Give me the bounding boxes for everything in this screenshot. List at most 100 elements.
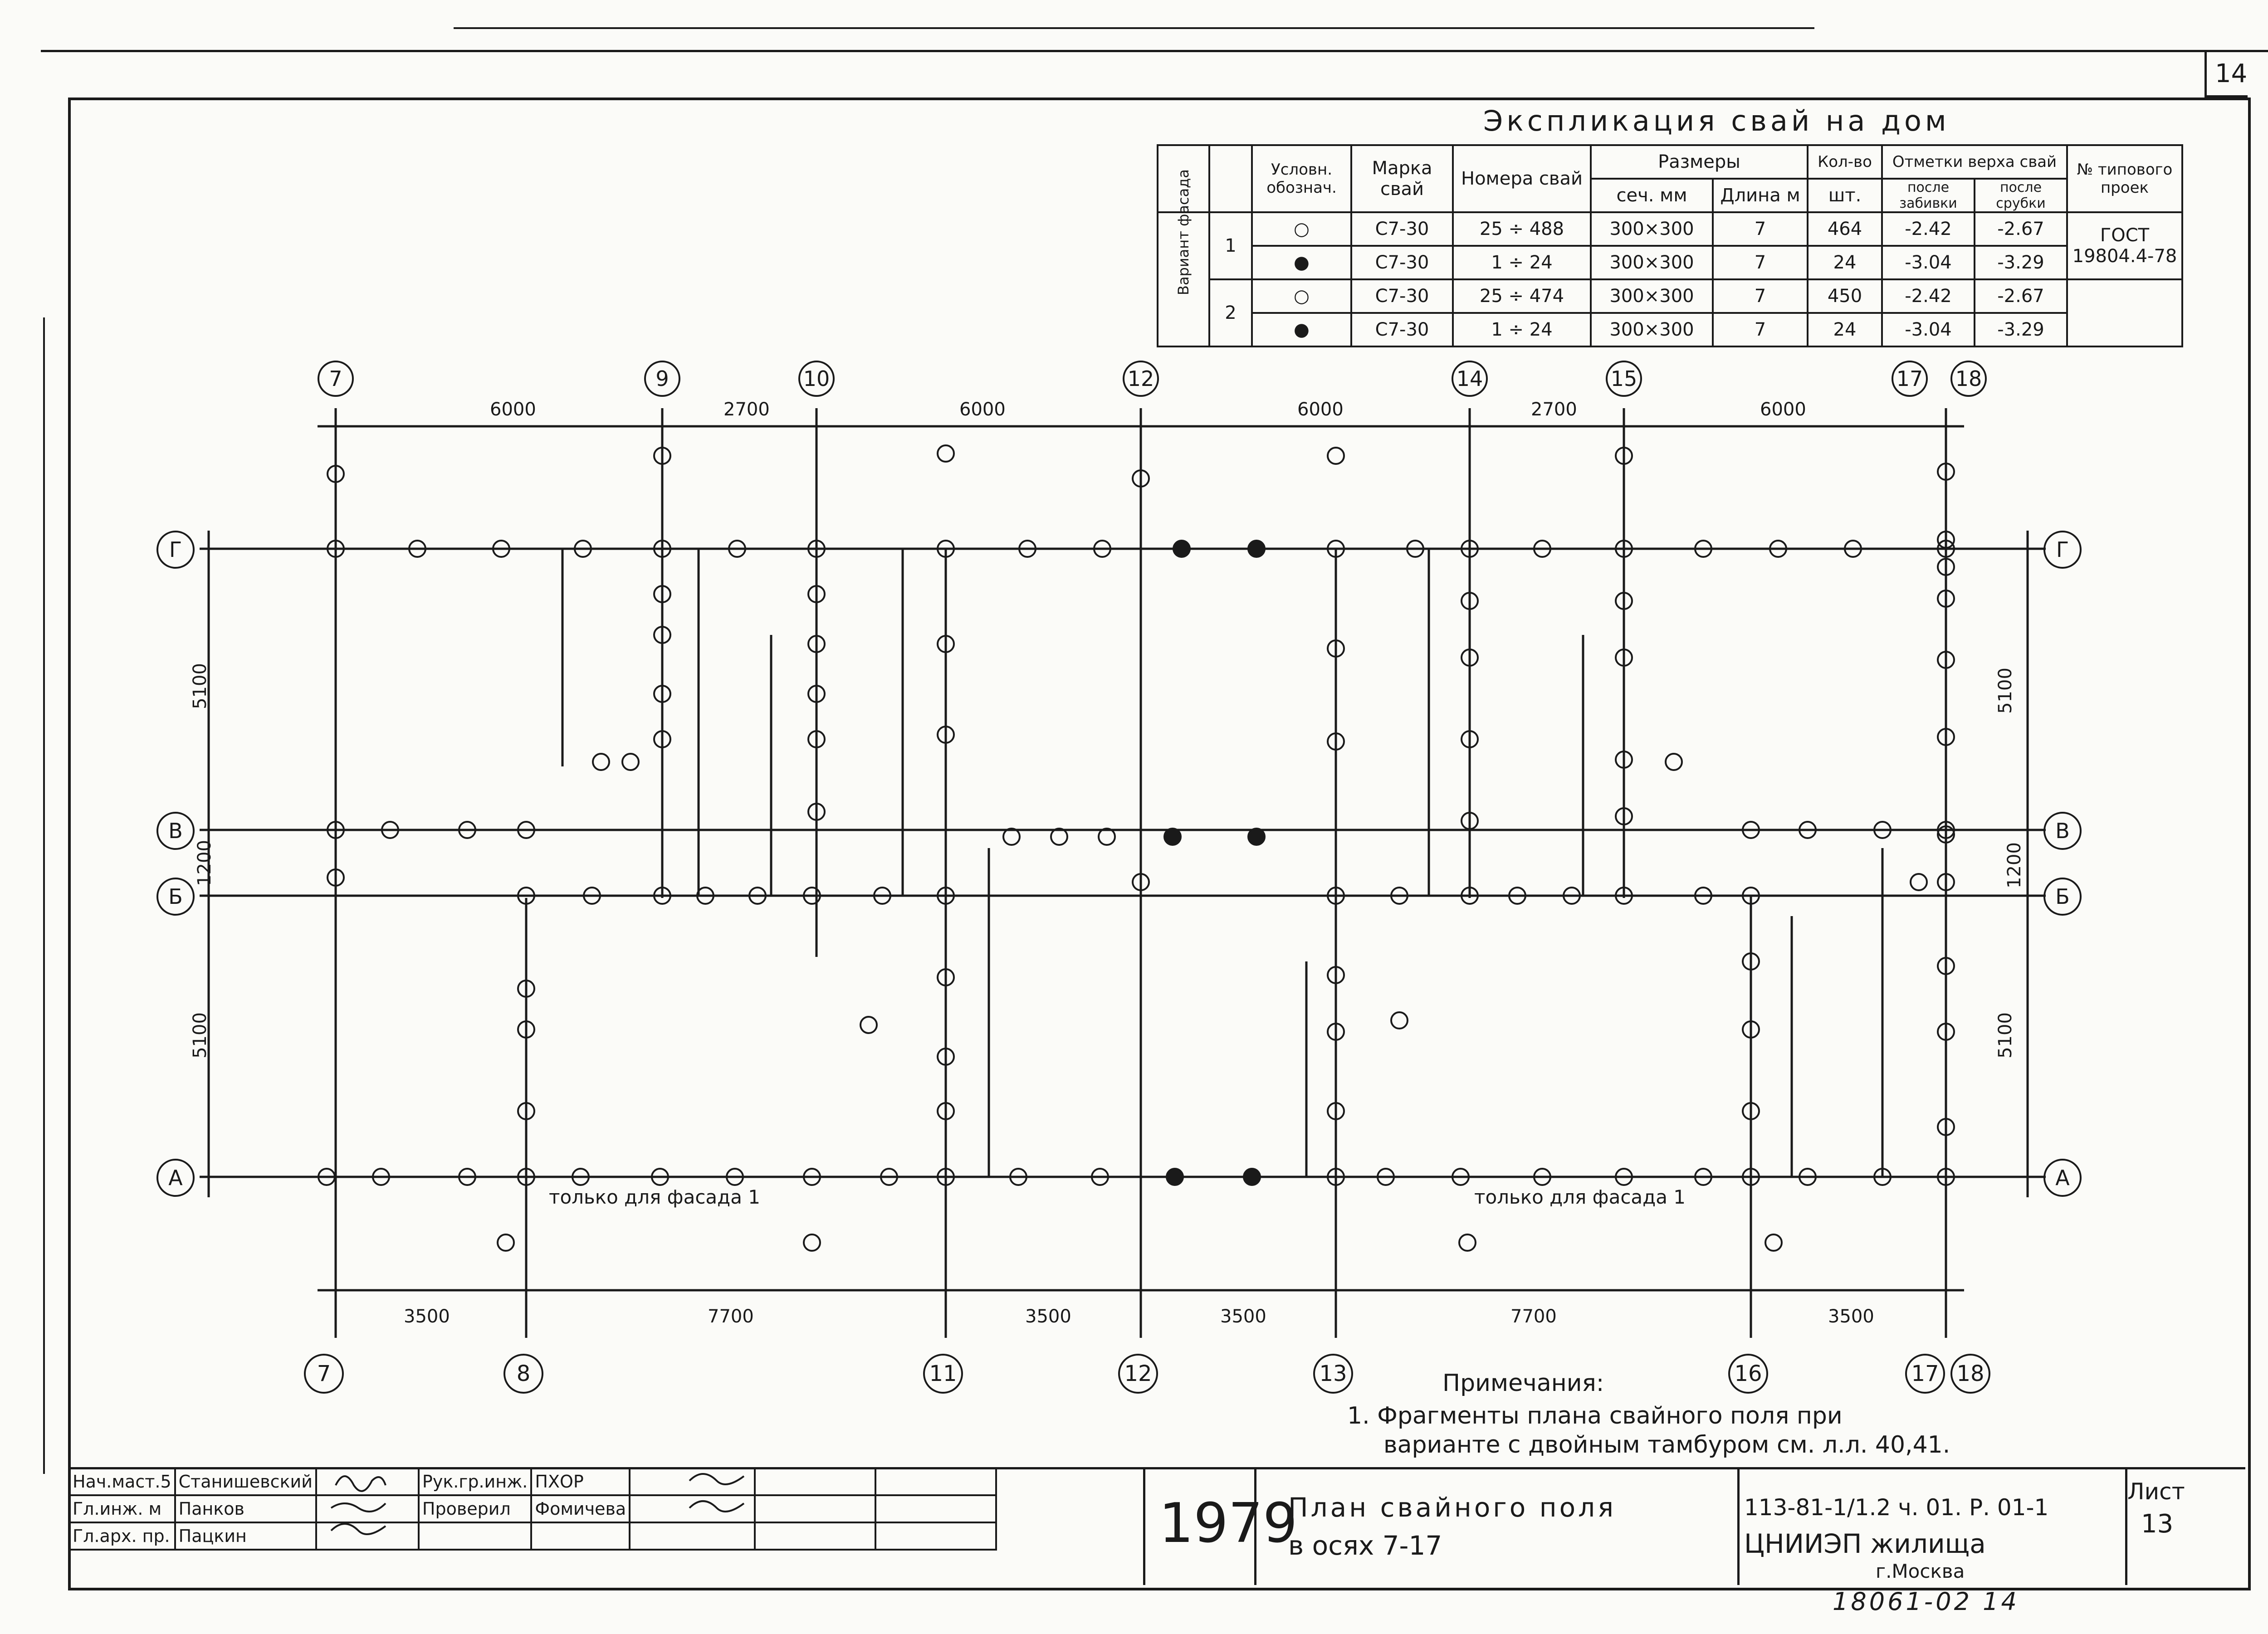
pile-open: [1615, 1168, 1633, 1186]
pile-open: [517, 1168, 535, 1186]
dim-bottom: 3500: [1025, 1306, 1071, 1327]
year-box: 1979: [1143, 1467, 1297, 1585]
pile-open: [1937, 873, 1955, 891]
signature-table: Нач.маст.5 Станишевский Рук.гр.инж. ПХОР…: [68, 1467, 997, 1551]
dim-right: 1200: [2004, 842, 2025, 888]
pile-open: [1093, 540, 1111, 558]
binding-strip: [43, 317, 70, 1474]
variant-label-cell: Вариант фасада: [1157, 169, 1210, 347]
row-after-driving: -2.42: [1881, 278, 1975, 314]
row-qty: 450: [1807, 278, 1883, 314]
pile-open: [1615, 751, 1633, 769]
axis-letter-bubble: Б: [156, 878, 195, 916]
row-section: 300×300: [1590, 278, 1714, 314]
pile-open: [1799, 1168, 1817, 1186]
pile-open: [1452, 1168, 1470, 1186]
pile-open: [1694, 887, 1712, 905]
pile-open: [653, 887, 671, 905]
pile-open: [807, 730, 826, 748]
top-rule-2: [454, 27, 1814, 29]
year: 1979: [1159, 1492, 1298, 1555]
row-qty: 24: [1807, 245, 1883, 280]
pile-open: [1327, 887, 1345, 905]
pile-open: [653, 540, 671, 558]
drawing-code: 113-81-1/1.2 ч. 01. Р. 01-1: [1744, 1494, 2049, 1521]
pile-open: [1327, 540, 1345, 558]
title-block-border: [68, 1467, 2245, 1469]
pile-open: [748, 887, 767, 905]
variant-2: 2: [1208, 278, 1253, 347]
dim-top: 2700: [1531, 399, 1577, 420]
pile-open: [1461, 649, 1479, 667]
row-after-cutting: -3.29: [1974, 312, 2068, 347]
axis-lines: [200, 408, 2046, 1338]
pile-open: [327, 821, 345, 839]
pile-open: [1742, 821, 1760, 839]
pile-open: [807, 803, 826, 821]
row-after-driving: -3.04: [1881, 245, 1975, 280]
pile-open: [1327, 1023, 1345, 1041]
dim-left: 5100: [189, 663, 210, 709]
pile-open: [1799, 821, 1817, 839]
pile-open: [1615, 649, 1633, 667]
pile-open: [651, 1168, 669, 1186]
axis-bubble: 8: [503, 1354, 543, 1394]
section-header: сеч. мм: [1590, 178, 1714, 213]
pile-filled: [1166, 1168, 1184, 1186]
pile-open: [517, 1020, 535, 1039]
pile-open: [1091, 1168, 1109, 1186]
axis-bubble: 16: [1728, 1354, 1768, 1394]
sheet-number-corner: 14: [2204, 50, 2248, 98]
row-after-cutting: -2.67: [1974, 278, 2068, 314]
axis-letter-bubble: Г: [156, 531, 195, 569]
pile-open: [1937, 463, 1955, 481]
after-driving-header: после забивки: [1881, 178, 1975, 213]
pile-open: [807, 635, 826, 653]
dim-bottom: 7700: [1510, 1306, 1557, 1327]
dim-bottom: 3500: [404, 1306, 450, 1327]
row-qty: 464: [1807, 211, 1883, 247]
name: Панков: [174, 1494, 317, 1523]
axis-bubble: 13: [1313, 1354, 1353, 1394]
code-box: 113-81-1/1.2 ч. 01. Р. 01-1 ЦНИИЭП жилищ…: [1737, 1467, 2127, 1585]
pile-open: [1873, 821, 1892, 839]
pile-open: [408, 540, 426, 558]
pile-open: [1769, 540, 1787, 558]
pile-open: [1327, 1102, 1345, 1120]
pile-open: [1937, 531, 1955, 549]
row-symbol: ○: [1251, 278, 1352, 314]
pile-open: [653, 730, 671, 748]
pile-open: [1937, 821, 1955, 839]
dim-left: 1200: [194, 840, 215, 886]
dim-bottom: 7700: [708, 1306, 754, 1327]
row-qty: 24: [1807, 312, 1883, 347]
pile-open: [1377, 1168, 1395, 1186]
cond-header: Условн. обознач.: [1251, 144, 1352, 213]
row-after-driving: -2.42: [1881, 211, 1975, 247]
pile-open: [1050, 828, 1068, 846]
dim-right: 5100: [1994, 668, 2016, 714]
qty-unit: шт.: [1807, 178, 1883, 213]
pile-open: [728, 540, 746, 558]
pile-filled: [1243, 1168, 1261, 1186]
row-symbol: ○: [1251, 211, 1352, 247]
pile-open: [592, 753, 610, 771]
row-mark: С7-30: [1350, 211, 1454, 247]
pile-open: [1937, 825, 1955, 844]
pile-filled: [1247, 828, 1266, 846]
pile-open: [1327, 639, 1345, 658]
pile-open: [1742, 1020, 1760, 1039]
pile-open: [726, 1168, 744, 1186]
axis-letter-bubble: В: [2043, 812, 2082, 850]
dim-top: 6000: [1297, 399, 1344, 420]
pile-open: [1937, 1168, 1955, 1186]
axis-bubble: 18: [1950, 1354, 1990, 1394]
pile-open: [1765, 1234, 1783, 1252]
pile-open: [1461, 592, 1479, 610]
drawing-title: План свайного поля в осях 7-17: [1288, 1492, 1616, 1561]
pile-open: [327, 540, 345, 558]
pile-open: [1873, 1168, 1892, 1186]
pile-open: [517, 1102, 535, 1120]
pile-open: [807, 685, 826, 703]
pile-open: [803, 887, 821, 905]
